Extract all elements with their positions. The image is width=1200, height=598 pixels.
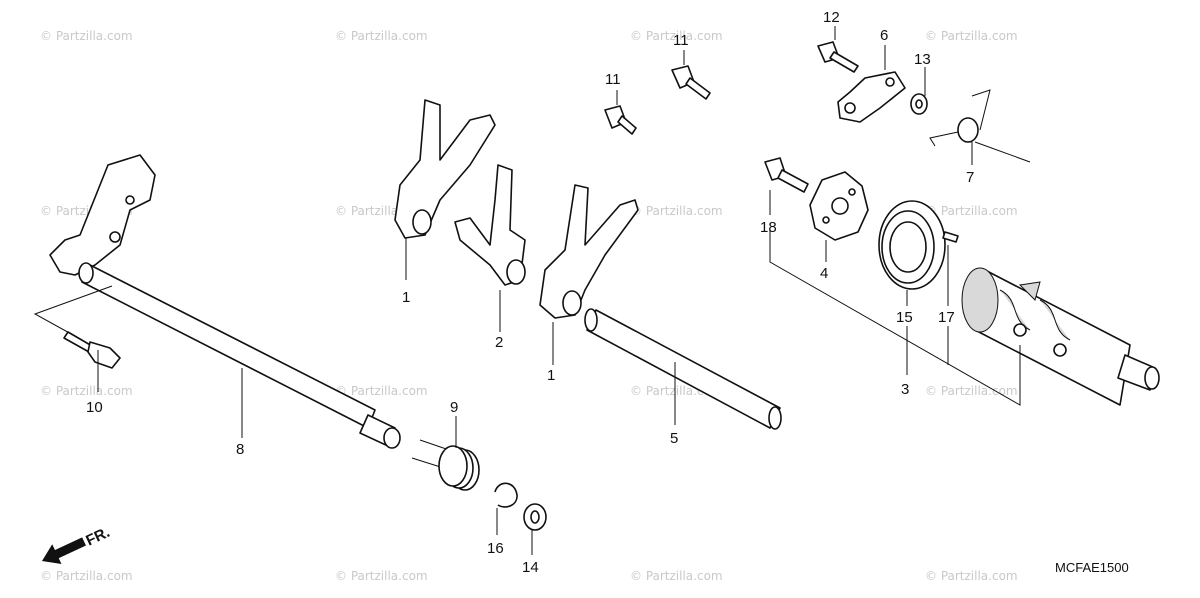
stopper-spring <box>929 89 991 147</box>
bolt-18 <box>764 157 809 193</box>
shift-drum <box>961 267 1160 406</box>
callout-13: 13 <box>914 51 931 68</box>
leader-lines <box>33 26 1031 555</box>
callout-3: 3 <box>901 381 909 398</box>
front-label: FR. <box>83 524 112 550</box>
watermark: © Partzilla.com <box>925 204 1018 218</box>
watermark: © Partzilla.com <box>925 29 1018 43</box>
callout-17: 17 <box>938 309 955 326</box>
callout-4: 4 <box>820 265 828 282</box>
bolt-12 <box>817 41 859 73</box>
pin-bolt <box>63 331 121 369</box>
callout-12: 12 <box>823 9 840 26</box>
dowel-pin <box>942 231 959 243</box>
shift-fork-2 <box>454 164 526 286</box>
watermark: © Partzilla.com <box>925 569 1018 583</box>
callout-5: 5 <box>670 430 678 447</box>
shift-fork-1-right <box>539 184 639 319</box>
callout-1-right: 1 <box>547 367 555 384</box>
callout-1-left: 1 <box>402 289 410 306</box>
watermark: © Partzilla.com <box>40 569 133 583</box>
callout-10: 10 <box>86 399 103 416</box>
shift-fork-1-left <box>394 99 496 239</box>
callout-6: 6 <box>880 27 888 44</box>
callouts: 1 1 2 3 4 5 6 7 8 9 10 11 11 12 13 14 15… <box>86 9 974 576</box>
diagram-code: MCFAE1500 <box>1055 560 1129 575</box>
callout-15: 15 <box>896 309 913 326</box>
stopper-arm <box>837 71 906 123</box>
circlip <box>494 482 518 508</box>
callout-14: 14 <box>522 559 539 576</box>
callout-16: 16 <box>487 540 504 557</box>
watermark: © Partzilla.com <box>335 29 428 43</box>
watermark: © Partzilla.com <box>335 569 428 583</box>
watermark: © Partzilla.com <box>630 569 723 583</box>
watermark: © Partzilla.com <box>925 384 1018 398</box>
watermark: © Partzilla.com <box>630 204 723 218</box>
shift-drum-center <box>809 171 869 241</box>
washer <box>523 503 547 531</box>
watermark: © Partzilla.com <box>40 29 133 43</box>
fork-shaft <box>584 308 782 430</box>
bolt-11a <box>604 105 637 135</box>
bearing <box>878 200 946 290</box>
watermark: © Partzilla.com <box>40 384 133 398</box>
watermark: © Partzilla.com <box>335 384 428 398</box>
callout-9: 9 <box>450 399 458 416</box>
callout-11-right: 11 <box>673 32 689 49</box>
watermark: © Partzilla.com <box>630 29 723 43</box>
front-arrow: FR. <box>41 524 112 565</box>
callout-11-left: 11 <box>605 71 621 88</box>
callout-18: 18 <box>760 219 777 236</box>
return-spring <box>411 439 480 491</box>
gearshift-spindle <box>49 154 401 449</box>
bolt-11b <box>671 65 711 100</box>
callout-2: 2 <box>495 334 503 351</box>
callout-7: 7 <box>966 169 974 186</box>
callout-8: 8 <box>236 441 244 458</box>
washer-13 <box>910 93 928 115</box>
